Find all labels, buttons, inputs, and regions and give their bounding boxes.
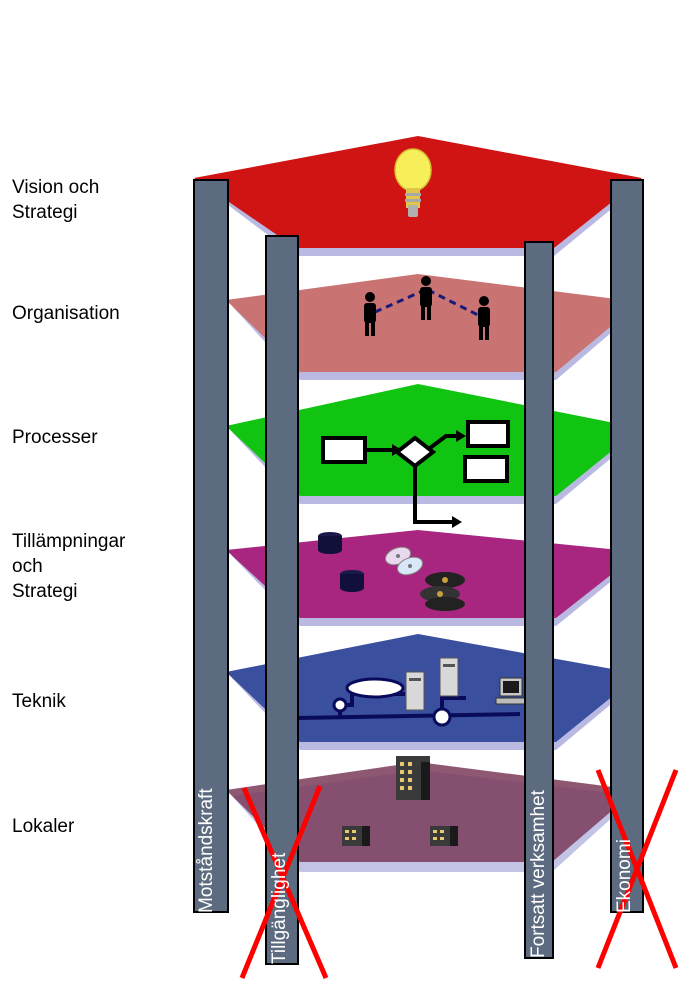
buildings-icon (342, 756, 458, 846)
cross-ekonomi (595, 769, 679, 969)
layer-label-tillampningar: Tillämpningar och Strategi (12, 529, 125, 604)
label-line: Tillämpningar (12, 531, 126, 552)
lightbulb-icon (394, 148, 432, 217)
pillar-motstandskraft (193, 179, 229, 913)
flowchart-icon (321, 420, 510, 528)
label-line: Vision och (12, 177, 100, 198)
label-line: och (12, 556, 43, 577)
data-storage-icon (318, 532, 465, 611)
label-line: Strategi (12, 202, 78, 223)
label-line: Organisation (12, 303, 120, 324)
label-line: Processer (12, 427, 98, 448)
cross-tillganglighet (239, 785, 329, 979)
pillar-tillganglighet (265, 235, 299, 965)
pillar-ekonomi (610, 179, 644, 913)
label-line: Strategi (12, 581, 78, 602)
layer-label-organisation: Organisation (12, 301, 120, 326)
label-line: Lokaler (12, 816, 75, 837)
layer-label-teknik: Teknik (12, 689, 66, 714)
pillar-label-motstandskraft: Motståndskraft (196, 788, 217, 913)
label-line: Teknik (12, 691, 66, 712)
pillar-label-fortsatt-verksamhet: Fortsatt verksamhet (528, 790, 549, 958)
people-icon (364, 276, 490, 340)
pillar-fortsatt-verksamhet (524, 241, 554, 959)
pillar-label-ekonomi: Ekonomi (614, 839, 635, 913)
layer-label-processer: Processer (12, 425, 98, 450)
layer-label-vision: Vision och Strategi (12, 175, 99, 225)
layer-label-lokaler: Lokaler (12, 814, 74, 839)
pillar-label-tillganglighet: Tillgänglighet (269, 852, 290, 964)
